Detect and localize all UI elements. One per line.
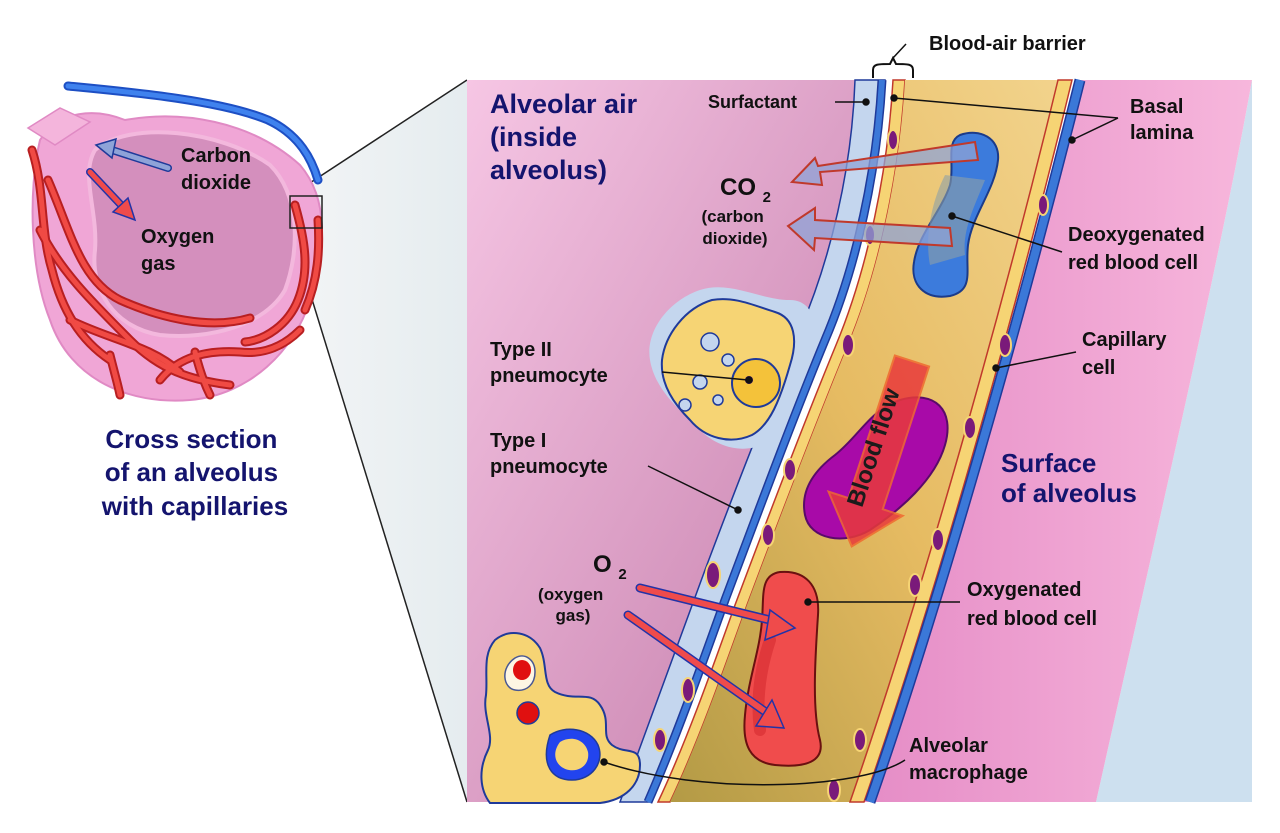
left-caption: Cross section of an alveolus with capill… bbox=[101, 424, 288, 521]
alveolus-cross-section: Carbon dioxide Oxygen gas Cross section … bbox=[26, 79, 468, 803]
oxygenated-rbc-label: Oxygenated red blood cell bbox=[967, 579, 1097, 630]
co2-small-label: Carbon dioxide bbox=[181, 145, 257, 194]
airway-stub bbox=[26, 107, 92, 146]
o2-name-label: (oxygen gas) bbox=[538, 585, 608, 625]
zoom-box bbox=[289, 195, 323, 229]
basal-lamina-label: Basal lamina bbox=[1130, 96, 1194, 144]
type1-label: Type I pneumocyte bbox=[490, 430, 608, 478]
surfactant-label: Surfactant bbox=[708, 92, 797, 112]
capillary-cell-label: Capillary cell bbox=[1082, 329, 1172, 379]
blood-flow-arrow bbox=[826, 354, 931, 548]
barrier-bracket bbox=[872, 55, 914, 78]
zoom-line-bottom bbox=[289, 227, 468, 803]
co2-name-label: (carbon dioxide) bbox=[701, 207, 768, 248]
macrophage-label: Alveolar macrophage bbox=[909, 735, 1028, 784]
type2-pneumocyte bbox=[649, 287, 814, 449]
deoxygenated-rbc-label: Deoxygenated red blood cell bbox=[1068, 224, 1210, 274]
blood-air-barrier-label: Blood-air barrier bbox=[929, 33, 1086, 55]
alveolar-air bbox=[467, 80, 870, 802]
alveolar-air-label: Alveolar air (inside alveolus) bbox=[490, 89, 645, 185]
capillary-network bbox=[27, 145, 324, 400]
outer-space bbox=[1096, 80, 1252, 802]
capillary-nuclei bbox=[653, 129, 1049, 802]
alveolar-macrophage bbox=[480, 632, 642, 804]
co2-arrows bbox=[786, 140, 980, 253]
zoom-cone bbox=[290, 80, 467, 802]
o2-arrow-small bbox=[86, 168, 137, 222]
surface-label: Surface of alveolus bbox=[1001, 448, 1137, 508]
type2-label: Type II pneumocyte bbox=[490, 339, 608, 387]
detail-panel: Blood flow bbox=[467, 33, 1252, 804]
leader-lines bbox=[600, 94, 1119, 786]
co2-label: CO 2 bbox=[720, 174, 771, 206]
o2-label: O 2 bbox=[593, 551, 627, 583]
o2-small-label: Oxygen gas bbox=[141, 226, 220, 275]
alveolus-surface bbox=[860, 80, 1252, 802]
co2-arrow-small bbox=[94, 137, 172, 172]
capillary-wall-outer bbox=[848, 79, 1073, 803]
o2-arrows bbox=[623, 583, 797, 729]
